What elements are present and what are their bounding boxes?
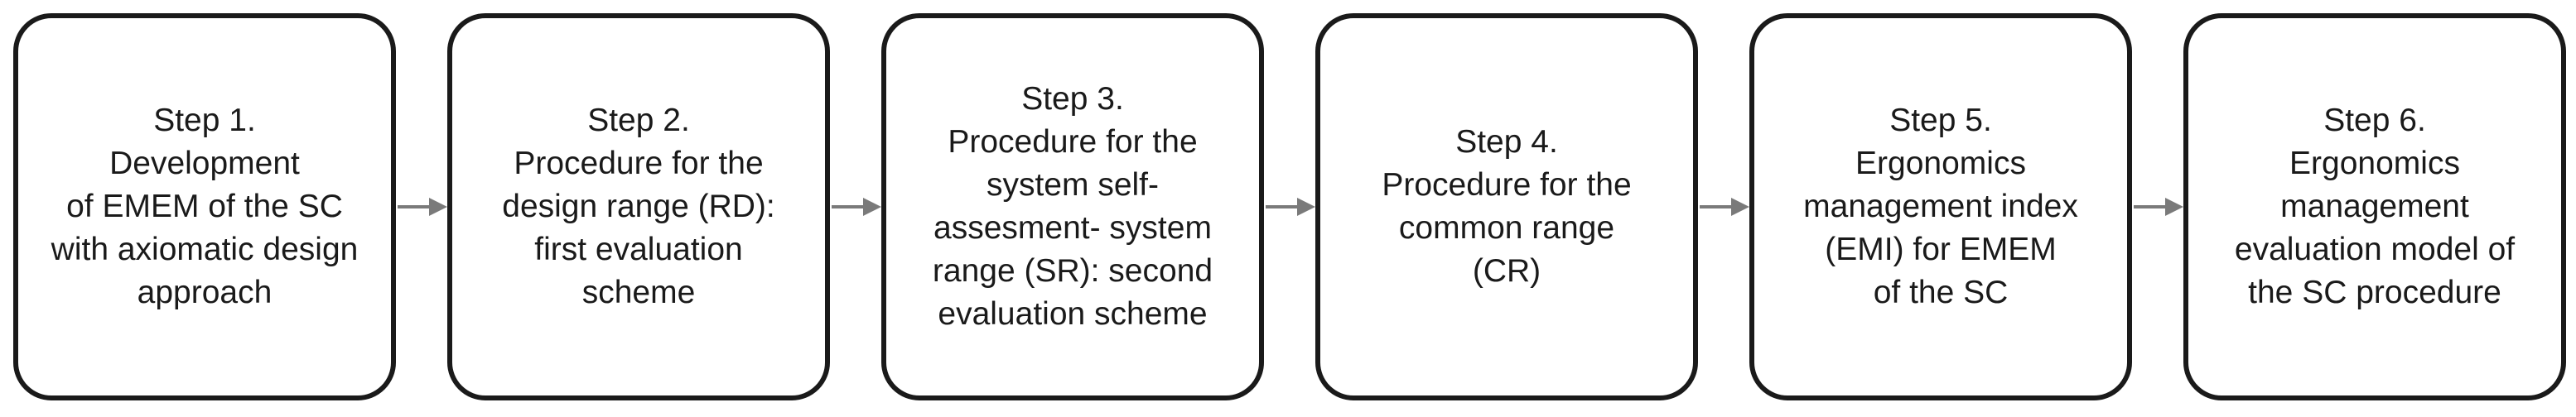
arrow-5-to-6 — [2134, 198, 2183, 216]
step-1-text: Step 1. Development of EMEM of the SC wi… — [51, 99, 359, 314]
step-3-line-6: evaluation scheme — [938, 296, 1208, 332]
step-5-line-5: of the SC — [1873, 275, 2009, 310]
step-6-line-3: management — [2280, 189, 2469, 224]
step-1-line-5: approach — [137, 275, 273, 310]
step-3-line-2: Procedure for the — [948, 124, 1198, 160]
step-3-line-5: range (SR): second — [932, 253, 1213, 289]
step-4-line-1: Step 4. — [1455, 124, 1558, 160]
step-5-line-3: management index — [1803, 189, 2078, 224]
step-6-text: Step 6. Ergonomics management evaluation… — [2235, 99, 2515, 314]
step-4-text: Step 4. Procedure for the common range (… — [1382, 121, 1631, 293]
step-2-line-3: design range (RD): — [502, 189, 775, 224]
step-1-line-2: Development — [109, 146, 300, 181]
step-1-box: Step 1. Development of EMEM of the SC wi… — [13, 13, 396, 400]
step-1-line-3: of EMEM of the SC — [66, 189, 343, 224]
arrow-2-to-3 — [832, 198, 881, 216]
step-4-line-3: common range — [1398, 210, 1615, 246]
step-3-line-1: Step 3. — [1021, 81, 1124, 117]
arrow-1-to-2 — [398, 198, 447, 216]
step-1-line-4: with axiomatic design — [51, 232, 359, 267]
step-6-line-5: the SC procedure — [2248, 275, 2501, 310]
step-5-text: Step 5. Ergonomics management index (EMI… — [1803, 99, 2078, 314]
step-4-box: Step 4. Procedure for the common range (… — [1315, 13, 1698, 400]
step-2-line-5: scheme — [581, 275, 696, 310]
step-3-line-3: system self- — [986, 167, 1159, 203]
step-5-line-2: Ergonomics — [1855, 146, 2026, 181]
step-2-text: Step 2. Procedure for the design range (… — [502, 99, 774, 314]
step-5-line-1: Step 5. — [1889, 103, 1992, 138]
arrow-3-to-4 — [1266, 198, 1315, 216]
step-5-line-4: (EMI) for EMEM — [1825, 232, 2057, 267]
step-6-box: Step 6. Ergonomics management evaluation… — [2183, 13, 2566, 400]
step-2-line-1: Step 2. — [587, 103, 690, 138]
step-3-line-4: assesment- system — [933, 210, 1212, 246]
step-2-box: Step 2. Procedure for the design range (… — [447, 13, 830, 400]
step-4-line-4: (CR) — [1472, 253, 1541, 289]
step-6-line-2: Ergonomics — [2289, 146, 2460, 181]
step-3-text: Step 3. Procedure for the system self- a… — [933, 78, 1213, 336]
arrow-4-to-5 — [1700, 198, 1749, 216]
step-2-line-2: Procedure for the — [514, 146, 764, 181]
step-5-box: Step 5. Ergonomics management index (EMI… — [1749, 13, 2132, 400]
step-1-line-1: Step 1. — [153, 103, 256, 138]
step-6-line-1: Step 6. — [2323, 103, 2426, 138]
step-2-line-4: first evaluation — [534, 232, 743, 267]
step-6-line-4: evaluation model of — [2234, 232, 2516, 267]
step-4-line-2: Procedure for the — [1382, 167, 1632, 203]
step-3-box: Step 3. Procedure for the system self- a… — [881, 13, 1264, 400]
